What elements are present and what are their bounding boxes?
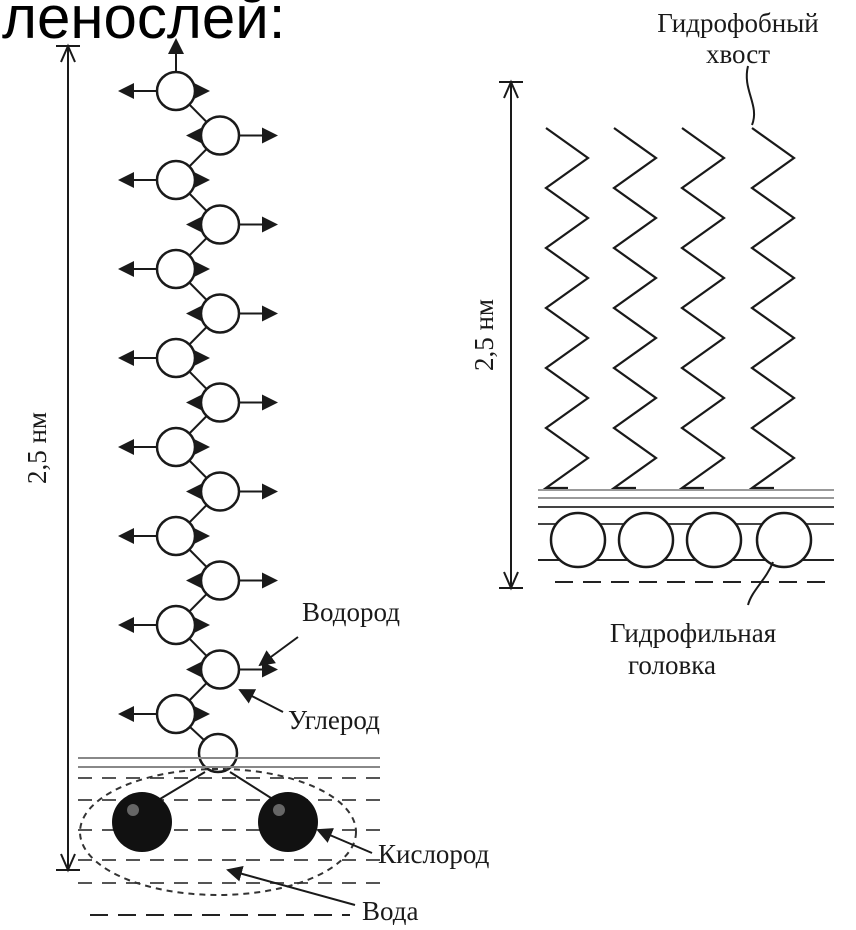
oxygen-atom xyxy=(112,792,172,852)
head-label-line1: Гидрофильная xyxy=(610,618,776,648)
head-label-line2: головка xyxy=(628,650,716,680)
hydrophobic-tail xyxy=(678,127,726,490)
water-label: Вода xyxy=(362,896,418,925)
hydrophobic-tail xyxy=(748,127,796,490)
carbon-atom xyxy=(155,337,197,379)
hydrophobic-tail xyxy=(542,127,590,490)
left-scale-bar xyxy=(56,43,80,873)
hydrogen-label: Водород xyxy=(302,597,400,627)
oxygen-label: Кислород xyxy=(378,839,490,869)
hydrophilic-head xyxy=(549,511,607,569)
hydrophilic-head xyxy=(685,511,743,569)
carbon-atom xyxy=(155,426,197,468)
tail-label-line2: хвост xyxy=(706,39,770,69)
carbon-atom xyxy=(155,693,197,735)
head-group-outline xyxy=(79,768,357,896)
carbon-atom xyxy=(199,204,241,245)
carbon-atom xyxy=(155,604,197,646)
carbon-atom xyxy=(155,515,197,557)
hydrophilic-head xyxy=(755,511,813,569)
carbon-atom xyxy=(155,159,197,201)
carbon-atom xyxy=(199,115,241,156)
monolayer-schematic: 2,5 нм Гидрофобный хвост Гидрофильная го… xyxy=(469,8,834,680)
carbon-atom xyxy=(155,248,197,290)
carbon-atom xyxy=(199,293,241,334)
carbon-atom xyxy=(199,382,241,423)
carbon-atom xyxy=(199,649,241,690)
hydrophobic-tail xyxy=(610,127,658,490)
hydrophilic-head xyxy=(617,511,675,569)
left-size-label: 2,5 нм xyxy=(22,412,52,484)
header-fragment: ленослей: xyxy=(2,0,285,51)
oxygen-atom xyxy=(258,792,318,852)
right-scale-bar xyxy=(499,79,523,591)
fatty-acid-molecule: 2,5 нм Водород Углерод Кис xyxy=(22,38,490,926)
carbon-label: Углерод xyxy=(288,705,380,735)
tail-label-line1: Гидрофобный xyxy=(657,8,819,38)
carbon-atom xyxy=(199,560,241,601)
carbon-atom xyxy=(199,471,241,512)
carbon-atom xyxy=(197,732,239,774)
carbon-atom xyxy=(155,70,197,112)
right-size-label: 2,5 нм xyxy=(469,299,499,371)
